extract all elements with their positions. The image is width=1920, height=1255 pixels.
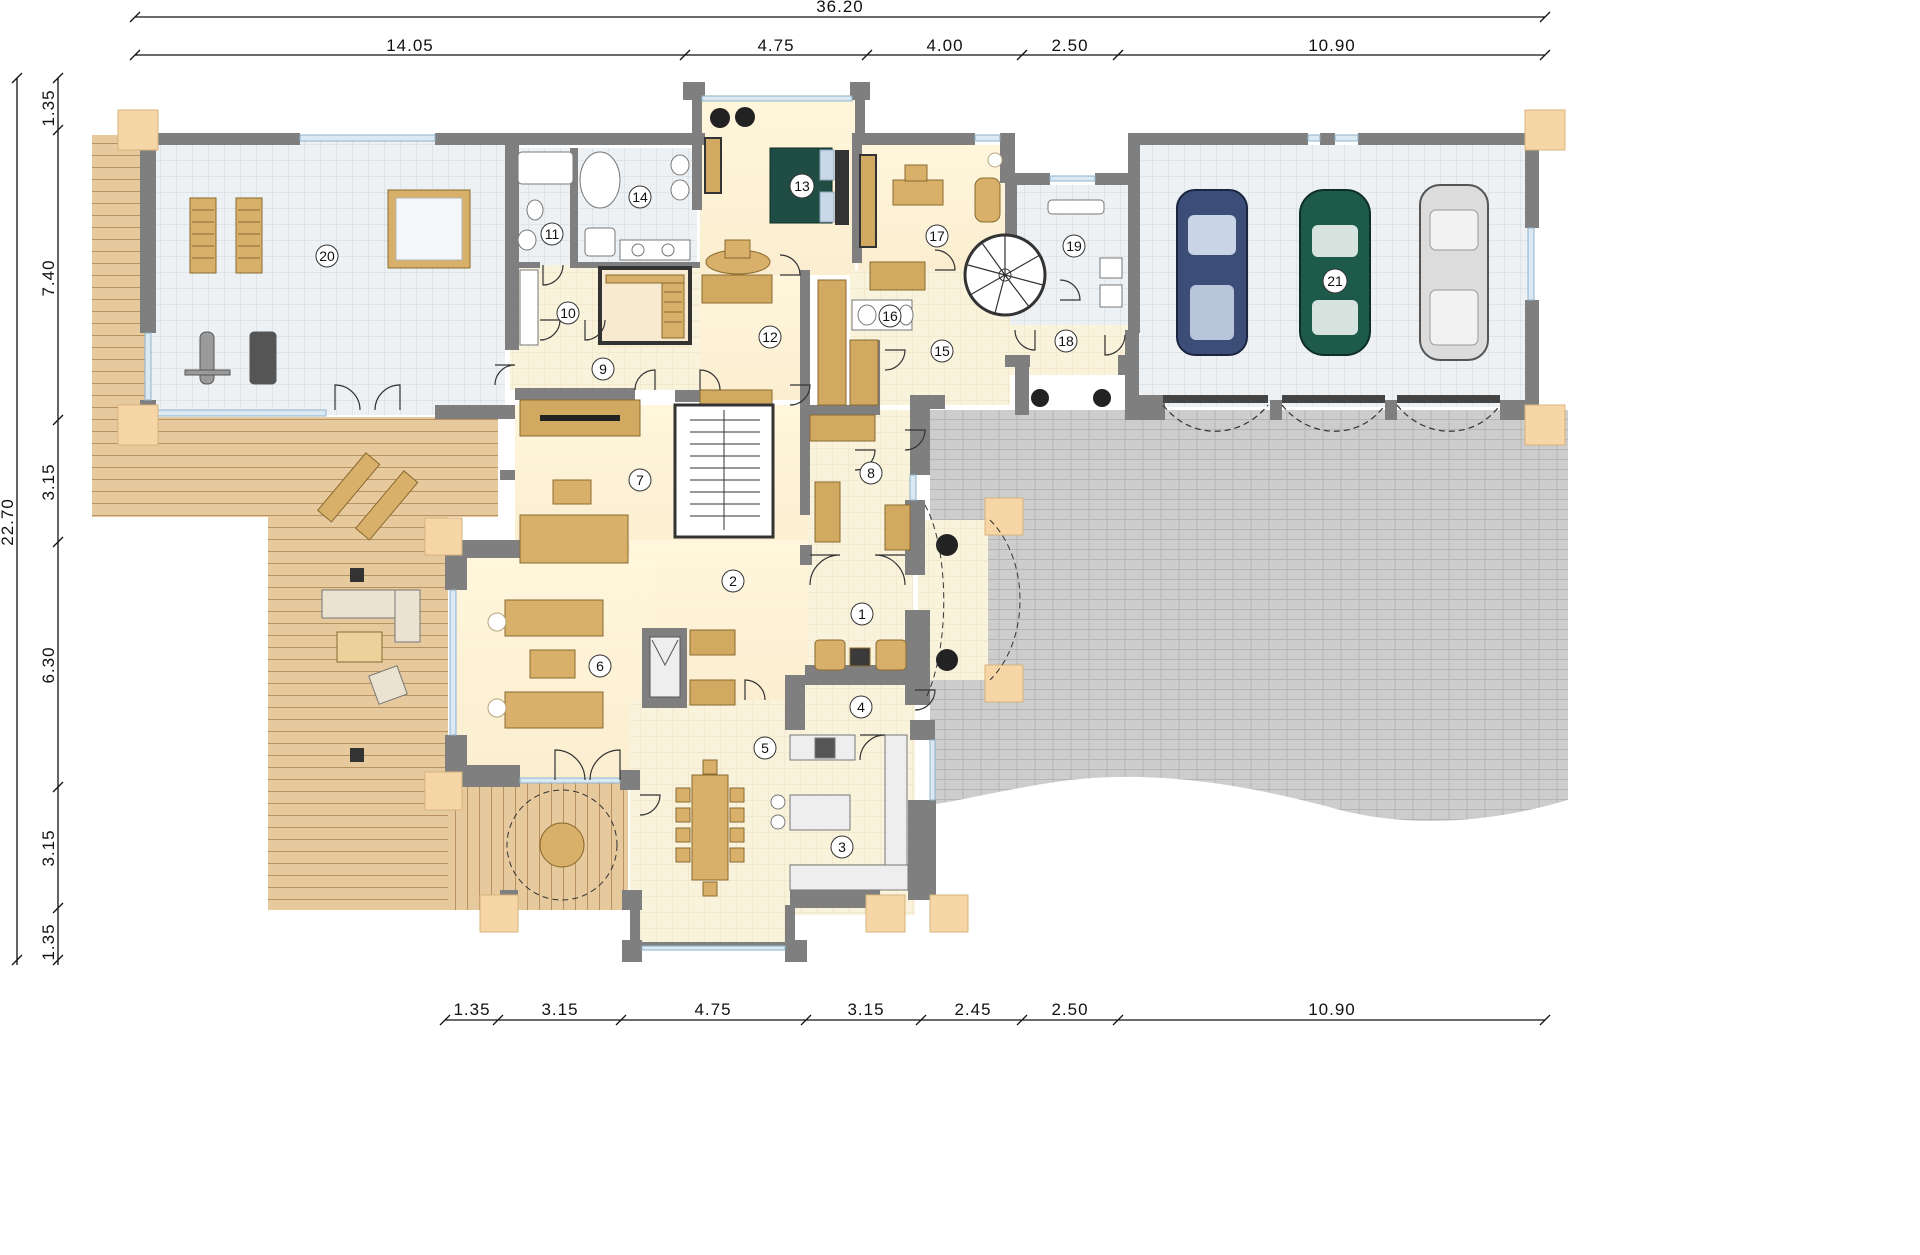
bed-icon [769,147,835,224]
doors [334,249,1126,816]
lounger-icon [189,197,263,274]
outdoor-furniture [316,452,618,901]
furniture [184,107,1501,901]
dim-top-1: 14.05 [386,36,434,55]
svg-text:2: 2 [729,573,737,589]
desk-icon [892,152,1003,223]
dim-top-2: 4.75 [757,36,794,55]
svg-text:10: 10 [560,305,576,321]
dim-left-4: 6.30 [39,646,58,683]
room-label-8: 8 [859,461,883,485]
paved-driveway [930,410,1568,821]
jacuzzi-icon [387,189,471,269]
dim-top-total: 36.20 [816,0,864,16]
room-label-5: 5 [753,736,777,760]
svg-text:4: 4 [857,699,865,715]
dim-bottom-5: 2.45 [954,1000,991,1019]
room-label-11: 11 [540,222,564,246]
sofa-icon [487,479,629,729]
garage-doors [1162,395,1501,432]
room-label-17: 17 [925,224,949,248]
entrance-arc [989,519,1021,681]
dim-bottom-3: 4.75 [694,1000,731,1019]
room-label-9: 9 [591,357,615,381]
shelf-icon [704,137,877,248]
dim-left-1: 1.35 [39,89,58,126]
room-labels: 1 2 3 4 5 6 7 8 9 10 11 12 13 14 15 16 1… [315,173,1348,859]
svg-text:16: 16 [882,308,898,324]
washer-icon [1047,199,1123,308]
dim-bottom-1: 1.35 [453,1000,490,1019]
svg-text:6: 6 [596,658,604,674]
room-label-20: 20 [315,244,339,268]
spiral-stair-icon [963,233,1047,317]
room-label-16: 16 [878,304,902,328]
armchair-icon [814,639,907,671]
windows [144,95,1535,951]
room-label-3: 3 [830,835,854,859]
svg-text:9: 9 [599,361,607,377]
dim-left-5: 3.15 [39,829,58,866]
dim-top-4: 2.50 [1051,36,1088,55]
dining-table-icon [675,759,745,897]
dimension-texts: 36.20 14.05 4.75 4.00 2.50 10.90 1.35 3.… [0,0,1356,1019]
tv-console [540,415,620,421]
room-label-1: 1 [850,602,874,626]
plant-icon [710,107,1111,671]
fireplace-icon [649,636,681,698]
bathtub-icon [517,151,621,346]
room-label-14: 14 [628,185,652,209]
gym-equipment-icon [184,331,277,385]
room-label-18: 18 [1054,329,1078,353]
room-label-4: 4 [849,695,873,719]
wood-deck-dining [448,780,628,910]
room-label-6: 6 [588,654,612,678]
room-label-2: 2 [721,569,745,593]
wood-deck-north [92,417,498,517]
svg-text:20: 20 [319,248,335,264]
dimension-lines [11,11,1551,1026]
pillars [117,109,1566,933]
dim-top-5: 10.90 [1308,36,1356,55]
svg-text:1: 1 [858,606,866,622]
svg-text:19: 19 [1066,238,1082,254]
room-label-7: 7 [628,468,652,492]
wood-deck-terrace [268,517,448,910]
svg-text:5: 5 [761,740,769,756]
sauna-icon [598,266,692,345]
dim-left-3: 3.15 [39,463,58,500]
room-label-13: 13 [789,173,815,199]
svg-text:14: 14 [632,189,648,205]
dim-left-6: 1.35 [39,923,58,960]
toilet-icon [517,154,691,261]
outdoor-surfaces [92,135,1568,910]
svg-text:18: 18 [1058,333,1074,349]
stair-icon [673,403,775,539]
room-label-15: 15 [930,339,954,363]
svg-text:12: 12 [762,329,778,345]
svg-text:11: 11 [545,226,560,242]
svg-text:21: 21 [1327,273,1343,289]
dim-bottom-4: 3.15 [847,1000,884,1019]
dim-bottom-6: 2.50 [1051,1000,1088,1019]
svg-text:3: 3 [838,839,846,855]
svg-text:15: 15 [934,343,950,359]
floor-plan: 36.20 14.05 4.75 4.00 2.50 10.90 1.35 3.… [0,0,1568,1026]
dim-left-total: 22.70 [0,498,17,546]
room-label-12: 12 [758,325,782,349]
svg-text:8: 8 [867,465,875,481]
kitchen-counter [770,734,909,891]
room-label-21: 21 [1322,268,1348,294]
dim-bottom-7: 10.90 [1308,1000,1356,1019]
svg-text:13: 13 [794,178,810,194]
dim-bottom-2: 3.15 [541,1000,578,1019]
room-label-10: 10 [556,301,580,325]
room-label-19: 19 [1062,234,1086,258]
dim-left-2: 7.40 [39,259,58,296]
svg-text:17: 17 [929,228,945,244]
entrance-arc-inner [924,504,945,701]
svg-text:7: 7 [636,472,644,488]
dim-top-3: 4.00 [926,36,963,55]
dressing-table-icon [705,239,771,275]
